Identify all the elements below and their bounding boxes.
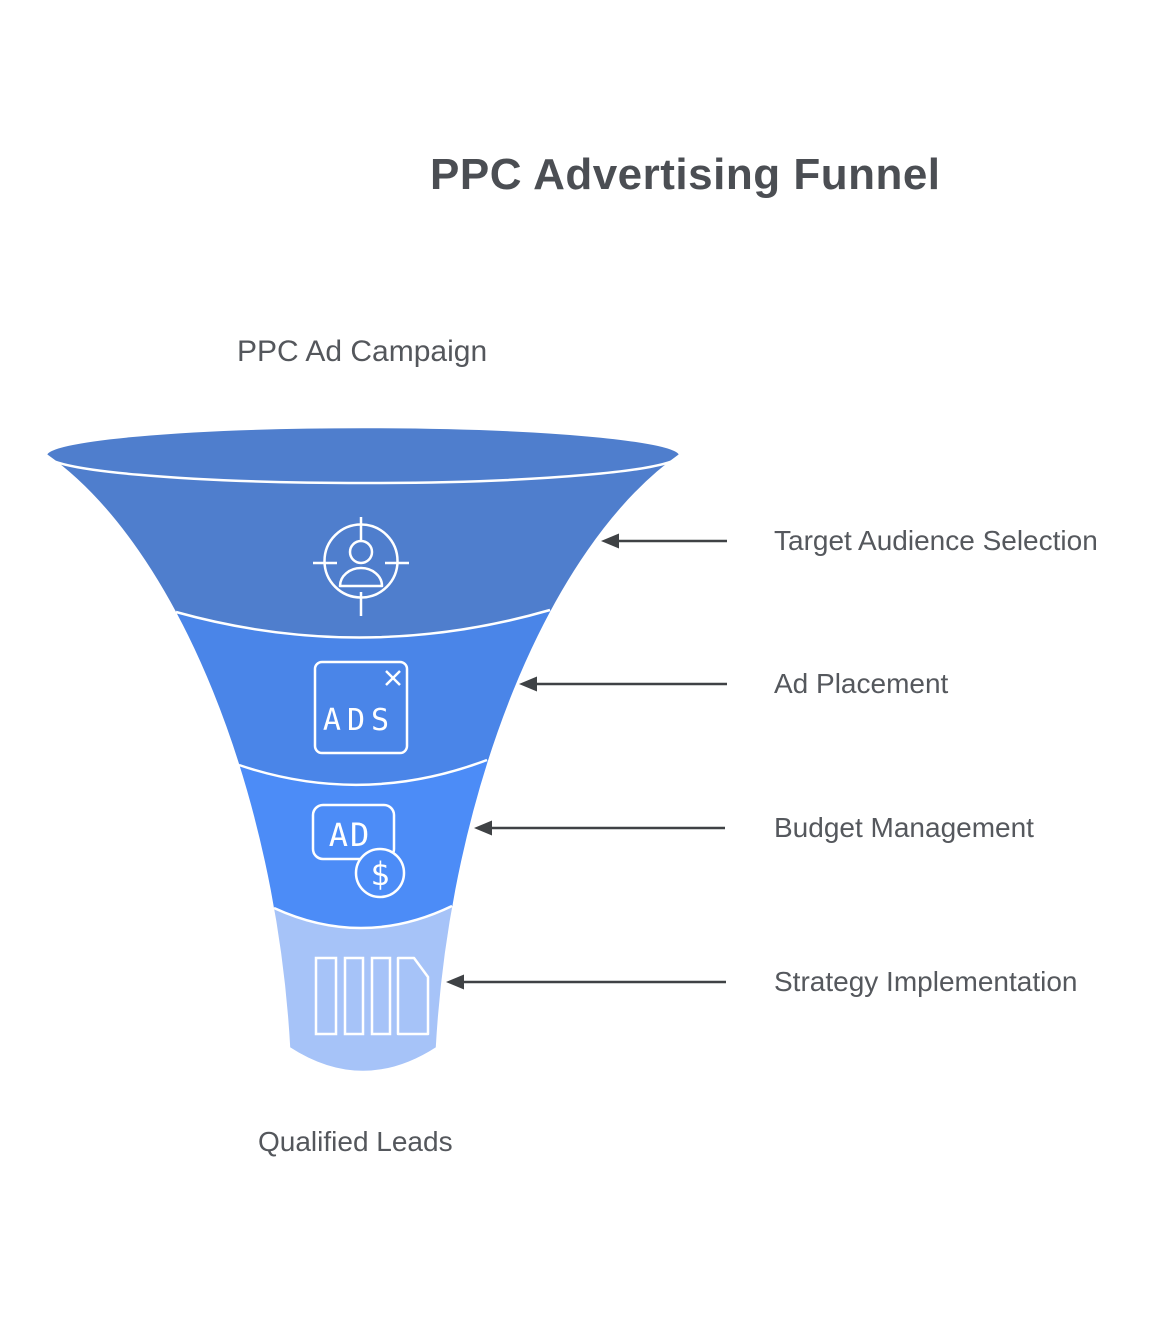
- stage-divider-1: [175, 608, 551, 639]
- arrow-target-audience: [601, 533, 727, 549]
- stage-label-target-audience: Target Audience Selection: [774, 525, 1098, 556]
- funnel-stages: [46, 427, 680, 1072]
- stage-label-ad-placement: Ad Placement: [774, 668, 949, 699]
- arrow-ad-placement: [519, 676, 727, 692]
- arrow-strategy-implementation: [446, 974, 726, 990]
- funnel-top-rim: [44, 425, 682, 485]
- funnel-output-label: Qualified Leads: [258, 1126, 453, 1157]
- stage-label-budget-management: Budget Management: [774, 812, 1034, 843]
- ads-icon-text: ADS: [323, 703, 395, 738]
- strategy-docs-icon: [314, 956, 430, 1036]
- ad-budget-icon: AD $: [311, 803, 406, 899]
- stage-divider-2: [238, 758, 488, 787]
- ad-icon-text: AD: [329, 816, 372, 854]
- funnel-input-label: PPC Ad Campaign: [237, 335, 488, 368]
- dollar-icon-text: $: [370, 855, 389, 893]
- stage-label-strategy-implementation: Strategy Implementation: [774, 966, 1078, 997]
- stage-band-target-audience: [46, 427, 680, 700]
- stage-band-strategy-implementation: [46, 906, 680, 1072]
- arrow-budget-management: [474, 820, 725, 836]
- stage-divider-3: [273, 904, 453, 930]
- target-audience-icon: [313, 517, 409, 616]
- funnel-outline: [45, 453, 681, 1074]
- page-title: PPC Advertising Funnel: [430, 150, 941, 199]
- stage-arrows: [446, 533, 727, 990]
- ads-box-icon: ADS: [313, 660, 409, 755]
- stage-band-ad-placement: [46, 610, 680, 1072]
